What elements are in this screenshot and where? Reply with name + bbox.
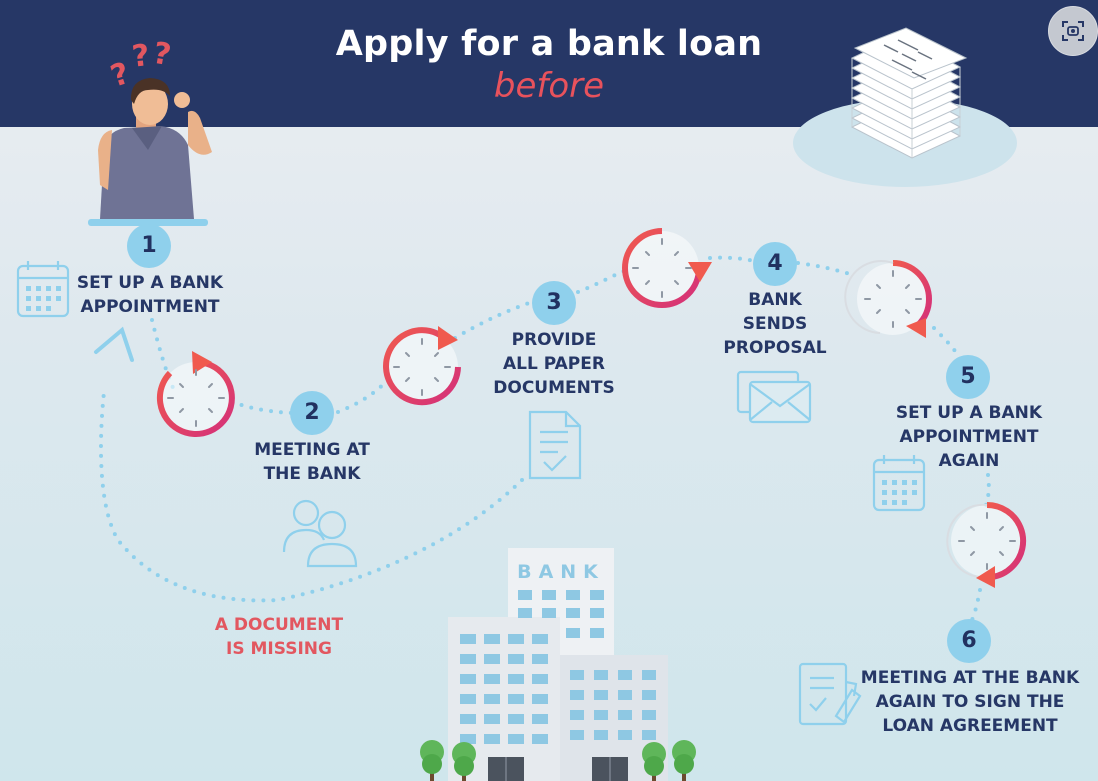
step-5-badge: 5 bbox=[946, 355, 990, 399]
confused-person-illustration: ? ? ? bbox=[88, 36, 212, 226]
step-4-label: BANK SENDS PROPOSAL bbox=[723, 290, 827, 358]
loop-arrow-icon bbox=[94, 326, 134, 362]
clock-icon bbox=[383, 326, 461, 406]
process-path bbox=[150, 255, 962, 415]
step-6-label: MEETING AT THE BANK AGAIN TO SIGN THE LO… bbox=[860, 668, 1080, 736]
step-2-label: MEETING AT THE BANK bbox=[254, 440, 370, 484]
step-1-label: SET UP A BANK APPOINTMENT bbox=[76, 273, 224, 317]
page-subtitle: before bbox=[493, 66, 605, 106]
clock-icon bbox=[946, 501, 1027, 588]
svg-text:?: ? bbox=[150, 36, 173, 73]
calendar-icon bbox=[872, 455, 926, 512]
people-icon bbox=[282, 499, 358, 568]
page-title: Apply for a bank loan bbox=[335, 24, 763, 64]
bank-building-illustration bbox=[448, 548, 668, 781]
clock-icon bbox=[622, 228, 712, 308]
svg-text:?: ? bbox=[107, 56, 134, 95]
svg-text:?: ? bbox=[130, 38, 151, 75]
document-check-icon bbox=[528, 410, 582, 480]
step-3-label: PROVIDE ALL PAPER DOCUMENTS bbox=[493, 330, 615, 398]
missing-document-note: A DOCUMENT IS MISSING bbox=[214, 615, 344, 659]
step-6-badge: 6 bbox=[947, 619, 991, 663]
clock-icon bbox=[844, 260, 933, 338]
clock-icon bbox=[156, 351, 235, 437]
paper-stack-icon bbox=[793, 27, 1017, 187]
step-4-badge: 4 bbox=[753, 242, 797, 286]
step-5-label: SET UP A BANK APPOINTMENT AGAIN bbox=[895, 403, 1043, 471]
sign-document-icon bbox=[798, 662, 862, 726]
calendar-icon bbox=[16, 261, 70, 318]
loop-back-path bbox=[98, 390, 524, 603]
bank-sign: BANK bbox=[517, 561, 605, 583]
scan-icon bbox=[1062, 21, 1084, 41]
step-1-badge: 1 bbox=[127, 224, 171, 268]
envelope-icon bbox=[736, 370, 812, 424]
step-2-badge: 2 bbox=[290, 391, 334, 435]
step-3-badge: 3 bbox=[532, 281, 576, 325]
tree-icon bbox=[420, 740, 696, 781]
